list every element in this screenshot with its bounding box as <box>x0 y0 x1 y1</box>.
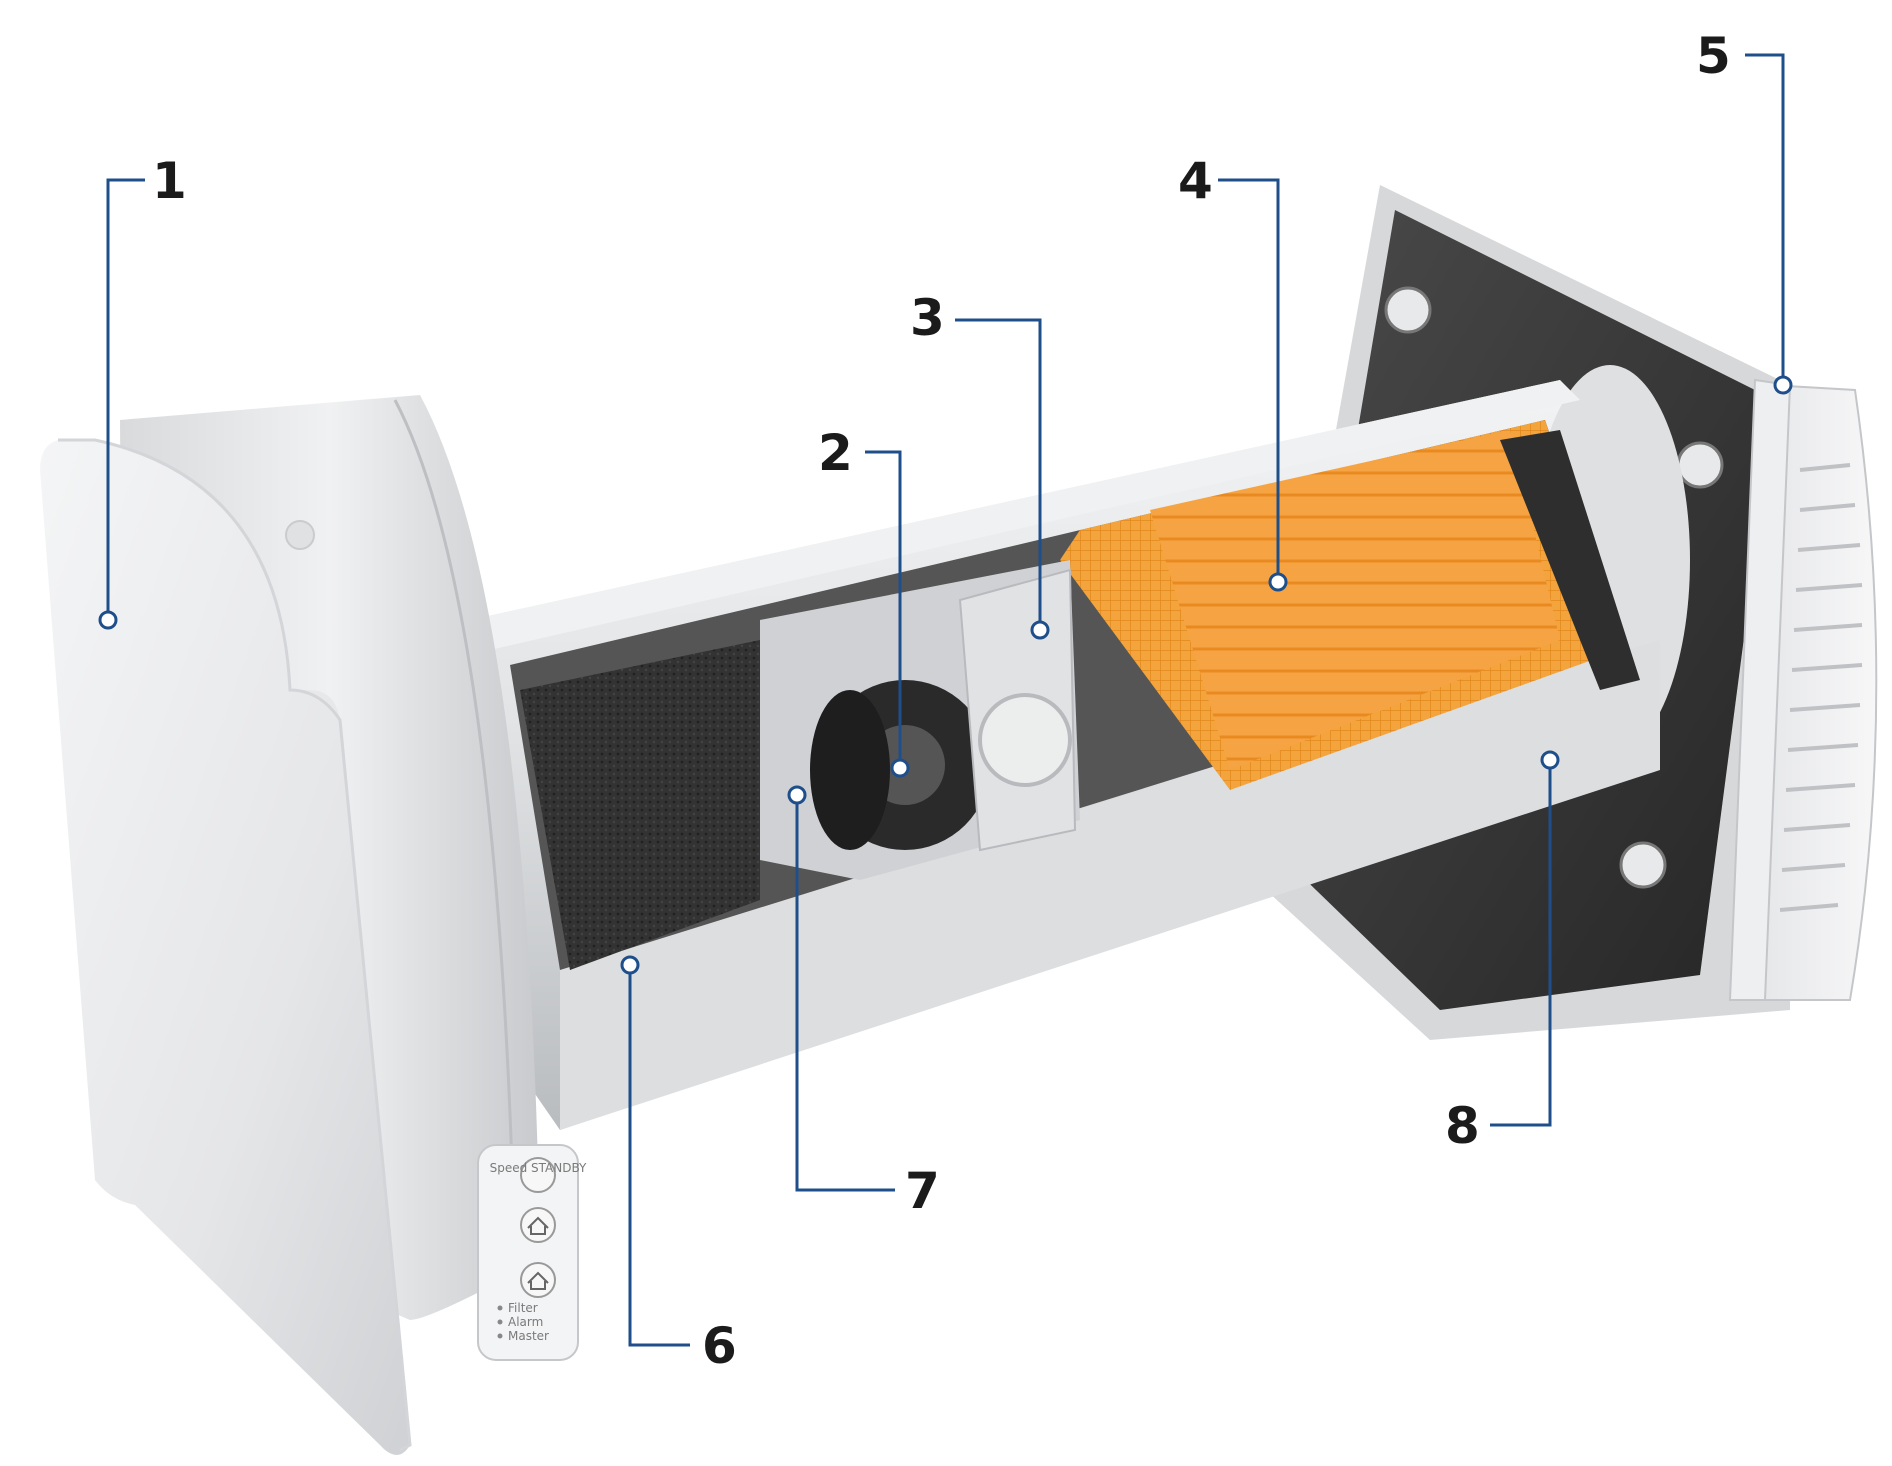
callout-dot-1 <box>98 610 118 630</box>
mode-recovery-button[interactable] <box>520 1262 556 1298</box>
home-icon <box>527 1216 549 1235</box>
front-panel <box>40 438 412 1455</box>
control-panel: Speed STANDBY Filter Alarm Master <box>477 1144 587 1361</box>
screw-hole-icon <box>1619 841 1667 889</box>
callout-dot-3 <box>1030 620 1050 640</box>
callout-dot-7 <box>787 785 807 805</box>
leader-line-2 <box>865 450 902 768</box>
callout-dot-5 <box>1773 375 1793 395</box>
leader-line-6 <box>628 965 690 1347</box>
indicator-alarm: Alarm <box>508 1315 543 1329</box>
callouts: 1 2 3 4 5 6 7 8 <box>98 27 1793 1375</box>
callout-label-3: 3 <box>910 289 945 347</box>
leader-line-1 <box>106 178 145 620</box>
leader-line-5 <box>1745 53 1785 385</box>
mode-home-button[interactable] <box>520 1207 556 1243</box>
screw-hole-icon <box>1676 441 1724 489</box>
screw-hole-icon <box>1384 286 1432 334</box>
leader-line-3 <box>955 318 1042 630</box>
home-icon <box>527 1271 549 1290</box>
callout-label-2: 2 <box>818 424 853 482</box>
callout-dot-4 <box>1268 572 1288 592</box>
callout-label-6: 6 <box>702 1317 737 1375</box>
callout-dot-8 <box>1540 750 1560 770</box>
speed-button[interactable] <box>520 1157 556 1193</box>
callout-dot-2 <box>890 758 910 778</box>
leader-line-4 <box>1218 178 1280 582</box>
callout-label-5: 5 <box>1696 27 1731 85</box>
indicator-filter: Filter <box>508 1301 538 1315</box>
callout-label-7: 7 <box>905 1162 940 1220</box>
callout-label-4: 4 <box>1178 152 1213 210</box>
leader-line-7 <box>795 795 895 1192</box>
speed-button-label: Speed STANDBY <box>490 1161 587 1175</box>
callout-label-1: 1 <box>152 152 187 210</box>
outer-hood <box>1728 378 1878 1001</box>
callout-dot-6 <box>620 955 640 975</box>
logo-icon <box>285 520 315 550</box>
indicator-master: Master <box>508 1329 549 1343</box>
callout-label-8: 8 <box>1445 1097 1480 1155</box>
leader-line-8 <box>1490 760 1552 1127</box>
